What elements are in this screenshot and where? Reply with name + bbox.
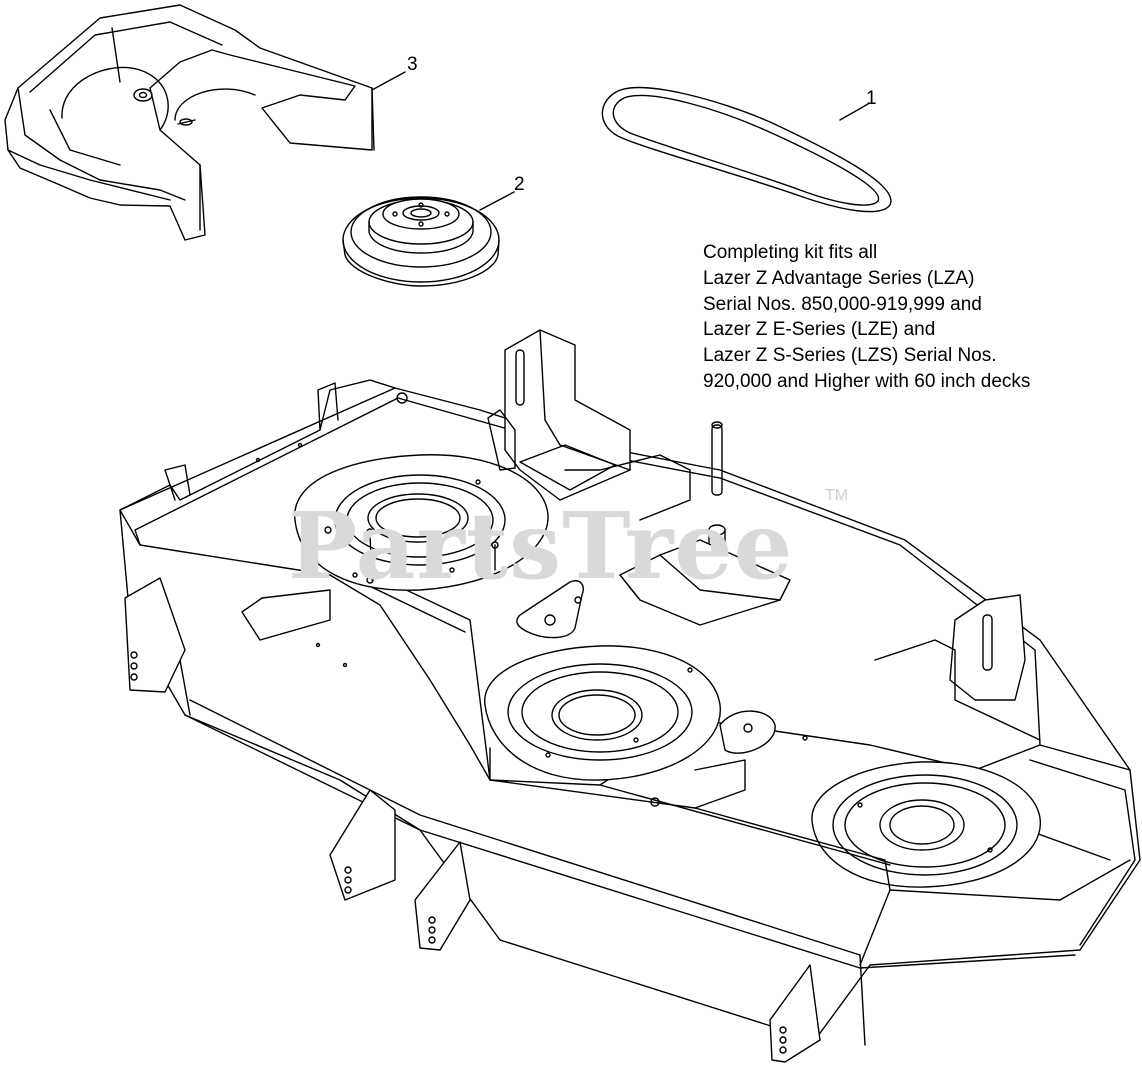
anti-scalp-bracket-mid — [329, 789, 471, 951]
anti-scalp-bracket-left — [124, 577, 186, 693]
deck-holes — [255, 392, 993, 853]
callout-leaders — [371, 71, 869, 211]
note-line: Serial Nos. 850,000-919,999 and — [703, 293, 982, 315]
note-line: Lazer Z E-Series (LZE) and — [703, 319, 936, 341]
callout-label-2: 2 — [514, 174, 525, 195]
spindle-mount-center — [484, 645, 721, 781]
spindle-mount-left — [294, 454, 549, 591]
note-line: Lazer Z S-Series (LZS) Serial Nos. — [703, 345, 997, 367]
svg-text:PartsTree: PartsTree — [288, 492, 793, 600]
svg-text:TM: TM — [825, 487, 848, 504]
anti-scalp-bracket-right — [769, 964, 821, 1063]
cover-part-3[interactable] — [4, 4, 375, 241]
note-line: Lazer Z Advantage Series (LZA) — [703, 267, 975, 289]
belt-part-1[interactable] — [601, 86, 892, 213]
pulley-part-2[interactable] — [342, 196, 500, 287]
note-line: Completing kit fits all — [703, 242, 878, 263]
compatibility-note: Completing kit fits all Lazer Z Advantag… — [703, 240, 1133, 395]
callout-label-1: 1 — [866, 88, 877, 109]
spindle-mount-right — [811, 761, 1041, 888]
mower-deck[interactable] — [119, 329, 1141, 1063]
note-line: 920,000 and Higher with 60 inch decks — [703, 370, 1031, 392]
watermark: PartsTree TM — [288, 487, 848, 600]
callout-label-3: 3 — [407, 54, 418, 75]
belt-guide-bracket — [487, 329, 726, 549]
